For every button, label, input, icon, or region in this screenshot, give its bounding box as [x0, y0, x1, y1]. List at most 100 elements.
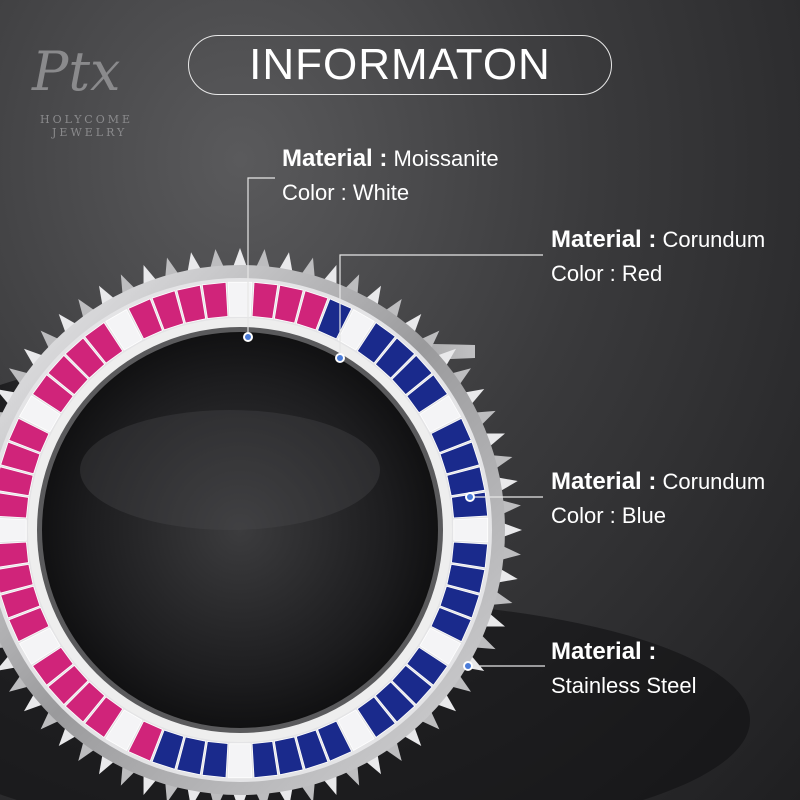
bezel-flute	[384, 740, 402, 762]
bezel-stone	[32, 646, 74, 686]
bezel-flute	[78, 298, 96, 320]
color-key: Color :	[551, 261, 616, 286]
bezel-stone	[391, 664, 433, 706]
bezel-stone	[8, 607, 50, 643]
bezel-stone	[0, 585, 41, 619]
bezel-stone	[0, 518, 27, 542]
bezel-stone	[295, 290, 329, 331]
bezel-stone	[337, 709, 375, 752]
bezel-stone	[84, 696, 124, 738]
bezel-stone	[356, 696, 396, 738]
color-value: Blue	[621, 503, 666, 528]
bezel-stone	[446, 466, 486, 497]
bezel-stone	[151, 290, 185, 331]
bezel-flute	[8, 368, 30, 386]
bezel-flute	[0, 654, 17, 671]
bezel-stone	[273, 736, 304, 776]
bezel-stone	[18, 627, 61, 665]
material-value: Corundum	[662, 469, 766, 494]
logo-line-2: JEWELRY	[52, 126, 128, 139]
bezel-stone	[356, 322, 396, 364]
bezel-flute	[58, 725, 78, 747]
bezel-flute	[450, 674, 472, 692]
bezel-flute	[500, 499, 521, 515]
bezel-stone	[295, 729, 329, 770]
bezel-flute	[0, 389, 17, 406]
bezel-flute	[501, 522, 522, 538]
bezel-stone	[317, 298, 353, 340]
material-key: Material :	[282, 145, 388, 172]
color-value: Stainless Steel	[551, 673, 697, 698]
bezel-flute	[278, 252, 293, 274]
bezel-stone	[0, 492, 29, 519]
bezel-flute	[402, 313, 422, 335]
bezel-stone	[176, 284, 207, 324]
bezel-flute	[435, 692, 457, 712]
bezel-stone	[406, 374, 448, 414]
material-key: Material :	[551, 226, 657, 253]
bezel-flute	[450, 368, 472, 386]
bezel-stone	[0, 563, 34, 594]
title-pill: INFORMATON	[188, 35, 612, 95]
bezel-flute	[40, 710, 60, 730]
bezel-stone	[273, 284, 304, 324]
bezel-stone	[47, 664, 89, 706]
bezel-stone	[105, 709, 143, 752]
bezel-flute	[8, 674, 30, 692]
bezel-stone	[446, 563, 486, 594]
bezel-stone	[337, 308, 375, 351]
bezel-stone	[64, 337, 106, 379]
bezel-stone	[406, 646, 448, 686]
bezel-stone	[84, 322, 124, 364]
color-key: Color :	[551, 503, 616, 528]
bezel-stone	[105, 308, 143, 351]
bezel-flute	[420, 330, 440, 350]
bezel-flute	[232, 248, 248, 269]
bezel-flute	[420, 710, 440, 730]
bezel-stone	[201, 741, 229, 779]
bezel-stone	[251, 281, 279, 319]
material-value: Corundum	[662, 227, 766, 252]
bezel-stone	[453, 517, 489, 543]
bezel-flute	[402, 725, 422, 747]
bezel-stone	[227, 281, 253, 317]
bezel-stone	[151, 729, 185, 770]
bezel-flute	[209, 249, 225, 270]
bezel-stone	[0, 441, 41, 475]
bezel-stone	[419, 627, 462, 665]
page-title: INFORMATON	[249, 40, 551, 89]
bezel-stone	[374, 337, 416, 379]
bezel-stone	[430, 607, 472, 643]
bezel-flute	[384, 298, 402, 320]
bezel-stone	[127, 298, 163, 340]
bezel-stone	[391, 354, 433, 396]
bezel-flute	[435, 348, 457, 368]
bezel-flute	[78, 740, 96, 762]
color-key: Color :	[282, 180, 347, 205]
bezel-stone	[419, 395, 462, 433]
bezel-stone	[47, 354, 89, 396]
bezel-stone	[251, 741, 279, 779]
bezel-flute	[500, 545, 521, 561]
material-key: Material :	[551, 468, 657, 495]
bezel-stone	[64, 681, 106, 723]
callout-ruby: Material : Corundum Color : Red	[551, 223, 765, 291]
bezel-stone	[0, 541, 29, 568]
logo-mark: Ptx	[32, 40, 121, 103]
bezel-stone	[439, 441, 480, 475]
bezel-stone	[430, 417, 472, 453]
callout-sapphire: Material : Corundum Color : Blue	[551, 465, 765, 533]
bezel-flute	[23, 692, 45, 712]
color-value: White	[352, 180, 410, 205]
brand-logo: Ptx HOLYCOME JEWELRY	[22, 20, 162, 140]
bezel-flute	[23, 348, 45, 368]
bezel-stone	[439, 585, 480, 619]
material-value: Moissanite	[393, 146, 499, 171]
bezel-stone	[18, 395, 61, 433]
bezel-flute	[496, 477, 518, 492]
bezel-stone	[8, 417, 50, 453]
bezel-stone	[374, 681, 416, 723]
bezel-stone	[227, 743, 253, 779]
bezel-stone	[32, 374, 74, 414]
